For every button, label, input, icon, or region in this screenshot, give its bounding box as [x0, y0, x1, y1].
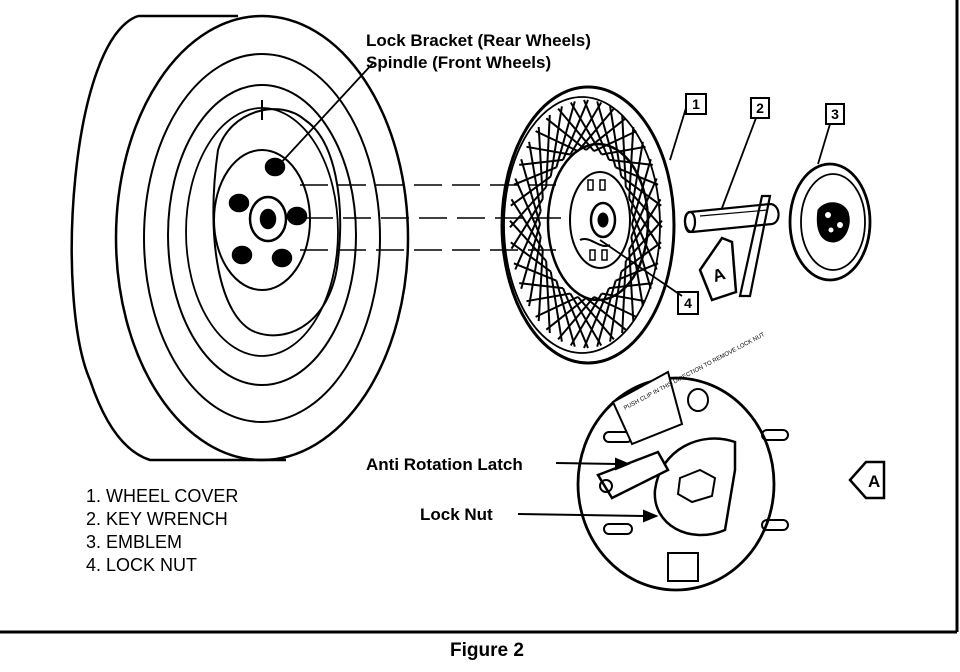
spoke-wire [520, 223, 541, 290]
spoke-wire [528, 236, 542, 307]
alignment-lines [300, 184, 565, 251]
spoke-wire [555, 280, 576, 347]
spoke-wire [601, 292, 646, 303]
callout-lock-bracket: Lock Bracket (Rear Wheels) [366, 31, 591, 50]
wire-spokes [509, 99, 663, 349]
number-box-3: 3 [825, 103, 845, 125]
view-arrow-a-upper [698, 236, 738, 302]
spoke-wire [557, 107, 595, 152]
svg-text:3: 3 [831, 106, 839, 122]
view-arrow-a-lower-label: A [868, 472, 880, 491]
spoke-wire [510, 198, 544, 250]
spoke-wire [537, 249, 544, 322]
spoke-wire [569, 101, 603, 156]
spoke-wire [596, 101, 617, 168]
callout-anti-rotation-latch: Anti Rotation Latch [366, 455, 523, 474]
wheel-cover-drawing [500, 85, 676, 365]
spoke-wire [620, 175, 662, 207]
spoke-wire [585, 297, 627, 331]
spoke-wire [577, 296, 615, 341]
spoke-wire [545, 260, 551, 334]
spoke-wire [510, 175, 552, 207]
callout-spindle: Spindle (Front Wheels) [366, 53, 551, 72]
spoke-wire [630, 210, 658, 270]
callout-lock-nut: Lock Nut [420, 505, 493, 524]
tire-drawing [70, 14, 410, 462]
spoke-wire [608, 282, 653, 290]
spoke-wire [621, 114, 627, 188]
spoke-wire [535, 130, 579, 153]
spoke-wire [583, 99, 610, 161]
number-box-1: 1 [685, 93, 707, 115]
key-wrench-drawing [683, 194, 780, 298]
spoke-wire [514, 210, 542, 270]
spoke-wire [615, 262, 659, 282]
svg-text:4: 4 [684, 295, 692, 311]
detail-leader-arrows [517, 457, 659, 523]
spoke-wire [545, 117, 587, 151]
spoke-wire [526, 145, 571, 156]
figure-caption: Figure 2 [450, 640, 524, 661]
legend-item-2: 2. KEY WRENCH [86, 509, 228, 529]
spoke-wire [620, 241, 662, 273]
spoke-wire [625, 186, 663, 228]
view-arrow-a-upper-label: A [710, 264, 728, 286]
legend-item-1: 1. WHEEL COVER [86, 486, 238, 506]
spoke-wire [609, 106, 623, 177]
svg-text:1: 1 [692, 96, 700, 112]
spoke-wire [509, 186, 547, 228]
view-arrow-a-lower [848, 460, 886, 500]
legend-item-3: 3. EMBLEM [86, 532, 182, 552]
svg-text:PUSH CLIP IN THIS DIRECTION TO: PUSH CLIP IN THIS DIRECTION TO REMOVE LO… [623, 332, 766, 412]
spoke-wire [628, 126, 635, 199]
emblem-drawing [788, 162, 872, 282]
detail-view-drawing [576, 376, 789, 592]
spoke-wire [593, 295, 637, 318]
number-box-2: 2 [750, 97, 770, 119]
leader-lines [277, 61, 831, 297]
spoke-wire [569, 292, 603, 347]
spoke-wire [630, 141, 644, 212]
legend-item-4: 4. LOCK NUT [86, 555, 197, 575]
spoke-wire [519, 158, 564, 166]
spoke-wire [513, 166, 557, 186]
spoke-wire [549, 271, 563, 342]
spoke-wire [628, 198, 662, 250]
svg-text:2: 2 [756, 100, 764, 116]
spoke-wire [562, 287, 589, 349]
number-box-4: 4 [677, 291, 699, 315]
